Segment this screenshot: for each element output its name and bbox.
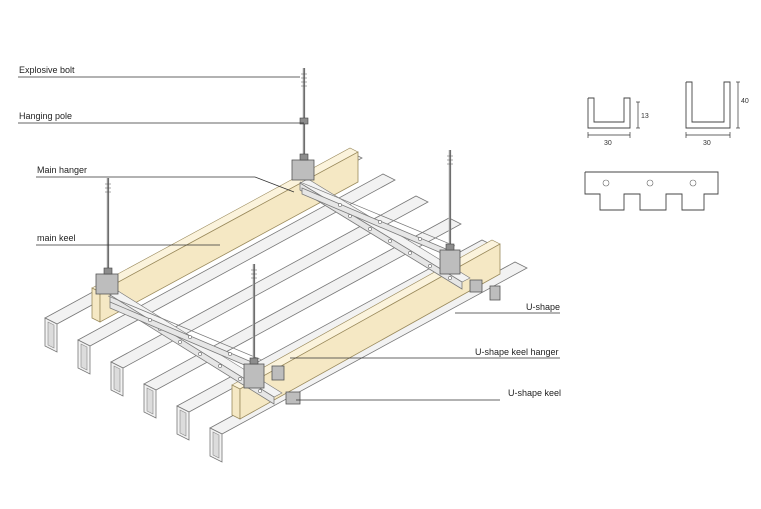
profile-large: 40 30 — [685, 81, 749, 147]
u-channel-3 — [110, 195, 429, 397]
label-u-shape: U-shape — [526, 302, 560, 312]
u-shape-keel-hanger-clips — [271, 279, 501, 405]
u-channel-4 — [143, 217, 462, 419]
dim-large-height: 40 — [741, 98, 749, 105]
leader-lines — [18, 76, 560, 401]
label-main-keel: main keel — [37, 233, 76, 243]
u-shape-keel-bars — [107, 178, 471, 405]
u-channel-2 — [77, 173, 396, 375]
hanging-pole-back-left — [95, 178, 119, 295]
profile-small: 13 30 — [587, 97, 649, 147]
main-hanger-back-center — [291, 159, 315, 181]
dim-small-height: 13 — [641, 113, 649, 120]
hanging-pole-right — [439, 150, 461, 275]
label-hanging-pole: Hanging pole — [19, 111, 72, 121]
label-explosive-bolt: Explosive bolt — [19, 65, 75, 75]
label-u-shape-keel: U-shape keel — [508, 388, 561, 398]
label-main-hanger: Main hanger — [37, 165, 87, 175]
profile-slotted-keel — [584, 171, 719, 211]
labels: Explosive bolt Hanging pole Main hanger … — [19, 65, 561, 398]
u-shape-keel-cross-front — [107, 295, 263, 370]
dim-large-width: 30 — [703, 140, 711, 147]
main-hanger-front — [243, 363, 265, 389]
dim-small-width: 30 — [604, 140, 612, 147]
hanging-pole-front — [243, 264, 265, 389]
main-hanger-right — [439, 249, 461, 275]
label-u-shape-keel-hanger: U-shape keel hanger — [475, 347, 559, 357]
hanging-pole-back-center — [291, 68, 315, 181]
main-keel-front — [231, 239, 501, 420]
main-hanger-back-left — [95, 273, 119, 295]
